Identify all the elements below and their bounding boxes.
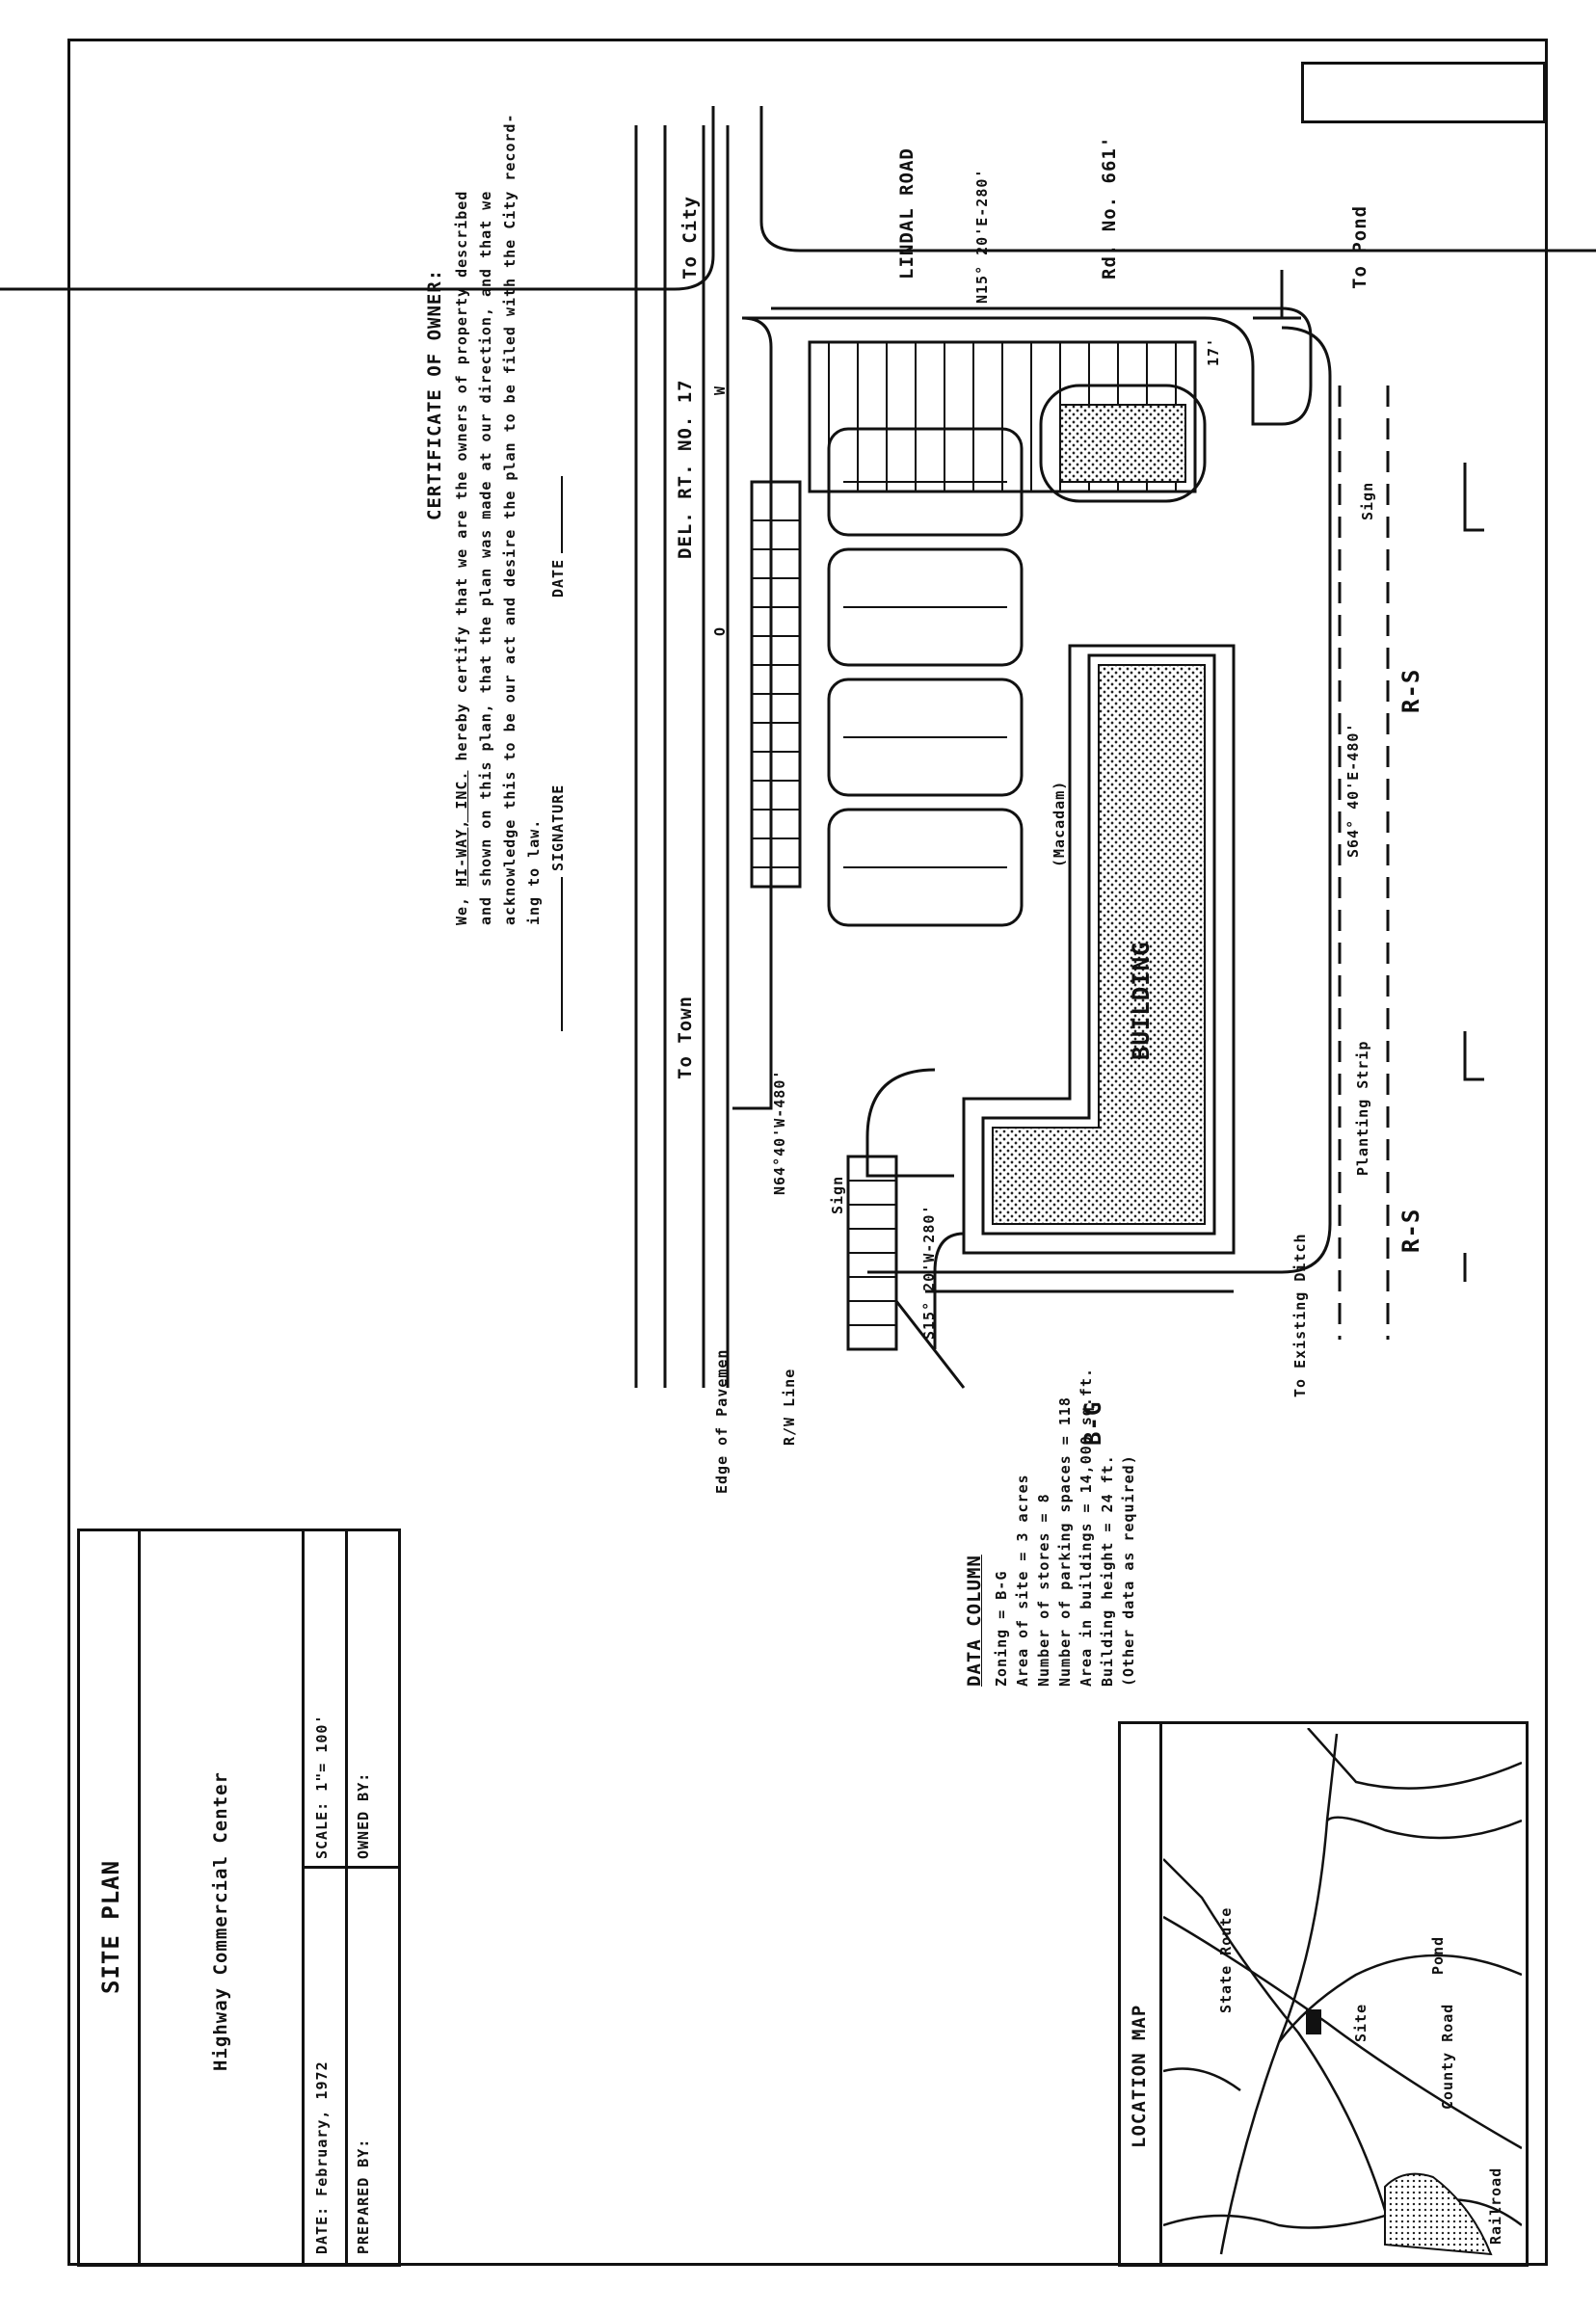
owner-name: HI-WAY, INC.: [453, 770, 470, 887]
certificate-heading: CERTIFICATE OF OWNER:: [424, 268, 445, 520]
certificate-line-2: and shown on this plan, that the plan wa…: [477, 190, 494, 925]
east-drive: [865, 1068, 965, 1349]
data-item: Number of parking spaces = 118: [1056, 1396, 1074, 1687]
bearing-north: N15° 20'E-280': [973, 168, 991, 304]
date-label: DATE: [549, 558, 567, 598]
corner-stamp-box: [1301, 62, 1546, 123]
marker-17: 17': [1205, 336, 1222, 366]
site-drive-outer: [867, 326, 1332, 1274]
county-road-label: County Road: [1439, 2003, 1456, 2110]
road-number: Rd. No. 661': [1099, 135, 1120, 279]
marker-w: W: [711, 385, 729, 395]
certificate-date: DATE: [549, 475, 567, 598]
title-divider-vertical: [302, 1866, 398, 1869]
parking-row-south: [750, 480, 802, 889]
pavement-label: Edge of Pavemen: [713, 1348, 731, 1494]
building-walk: [962, 644, 1236, 1255]
title-divider-2: [302, 1531, 305, 2264]
location-map: LOCATION MAP: [1118, 1721, 1529, 2267]
title-block-subtitle: Highway Commercial Center: [210, 1771, 231, 2071]
parking-block-4: [827, 808, 1024, 927]
certificate-line-3: acknowledge this to be our act and desir…: [501, 113, 519, 925]
sheet-border: [67, 39, 1548, 2266]
certificate-signature: SIGNATURE: [549, 784, 567, 1031]
bearing-east: S64° 40'E-480': [1344, 722, 1362, 858]
rw-line-label: R/W Line: [781, 1368, 798, 1446]
site-label: Site: [1352, 2003, 1370, 2042]
macadam-label: (Macadam): [1051, 780, 1068, 867]
building-fill: [992, 664, 1206, 1225]
highway-label: DEL. RT. NO. 17: [675, 379, 696, 559]
data-item: Area in buildings = 14,000 sq.ft.: [1077, 1367, 1095, 1687]
signature-label: SIGNATURE: [549, 784, 567, 871]
certificate-line1-pre: We,: [453, 886, 470, 925]
ditch-label: To Existing Ditch: [1291, 1233, 1309, 1397]
building-label: BUILDING: [1128, 941, 1155, 1060]
lindal-road-edge-1: [759, 106, 1596, 253]
title-divider-3: [345, 1531, 348, 2264]
planting-strip-label: Planting Strip: [1354, 1040, 1371, 1176]
data-item: Area of site = 3 acres: [1014, 1474, 1031, 1687]
signature-line: [561, 877, 563, 1031]
state-route-label: State Route: [1217, 1906, 1235, 2013]
location-map-divider: [1159, 1724, 1162, 2264]
sign-label-bottom: Sign: [829, 1175, 846, 1214]
title-block-scale: SCALE: 1"= 100': [313, 1714, 331, 1859]
rs-bracket-1: [1463, 482, 1484, 532]
pond-label: Pond: [1429, 1935, 1447, 1975]
road-name: LINDAL ROAD: [896, 147, 918, 279]
marker-o: O: [711, 625, 729, 636]
railroad-label: Railroad: [1487, 2167, 1504, 2245]
sign-label-top: Sign: [1359, 481, 1376, 520]
title-divider-1: [138, 1531, 141, 2264]
site-drive-outline: [732, 306, 1313, 1110]
parking-block-3: [827, 678, 1024, 797]
planter-fill: [1059, 404, 1186, 483]
parking-block-2: [827, 547, 1024, 667]
data-column-heading: DATA COLUMN: [964, 1555, 985, 1687]
diagonal-marker: [894, 1300, 966, 1389]
zone-rs-2: R-S: [1397, 1208, 1424, 1253]
data-item: Building height = 24 ft.: [1099, 1454, 1116, 1687]
title-block-prepared-by: PREPARED BY:: [355, 2138, 372, 2254]
certificate-line1-post: hereby certify that we are the owners of…: [453, 190, 470, 771]
to-town-label: To Town: [675, 995, 696, 1079]
to-pond-label: To Pond: [1349, 204, 1370, 289]
data-item: Number of stores = 8: [1035, 1493, 1052, 1687]
data-item: Zoning = B-G: [993, 1570, 1010, 1687]
title-block-title: SITE PLAN: [97, 1859, 124, 1994]
bearing-south: S15° 20'W-280': [920, 1204, 938, 1340]
date-line: [561, 475, 563, 553]
building-outline: [981, 653, 1216, 1236]
location-map-title: LOCATION MAP: [1129, 2004, 1150, 2148]
rs-bracket-2: [1463, 1031, 1484, 1081]
planter-island: [1039, 384, 1207, 503]
certificate-line-4: ing to law.: [525, 818, 543, 925]
bearing-west: N64°40'W-480': [771, 1069, 788, 1195]
title-block-owned-by: OWNED BY:: [355, 1771, 372, 1859]
location-map-drawing: [1163, 1728, 1522, 2256]
zone-rs-1: R-S: [1397, 668, 1424, 713]
data-item: (Other data as required): [1120, 1454, 1137, 1687]
certificate-line-1: We, HI-WAY, INC. hereby certify that we …: [453, 191, 470, 925]
title-block: SITE PLAN Highway Commercial Center DATE…: [77, 1529, 401, 2267]
to-city-label: To City: [679, 195, 701, 279]
lindal-road-edge-2: [0, 106, 715, 291]
title-block-date: DATE: February, 1972: [313, 2060, 331, 2254]
